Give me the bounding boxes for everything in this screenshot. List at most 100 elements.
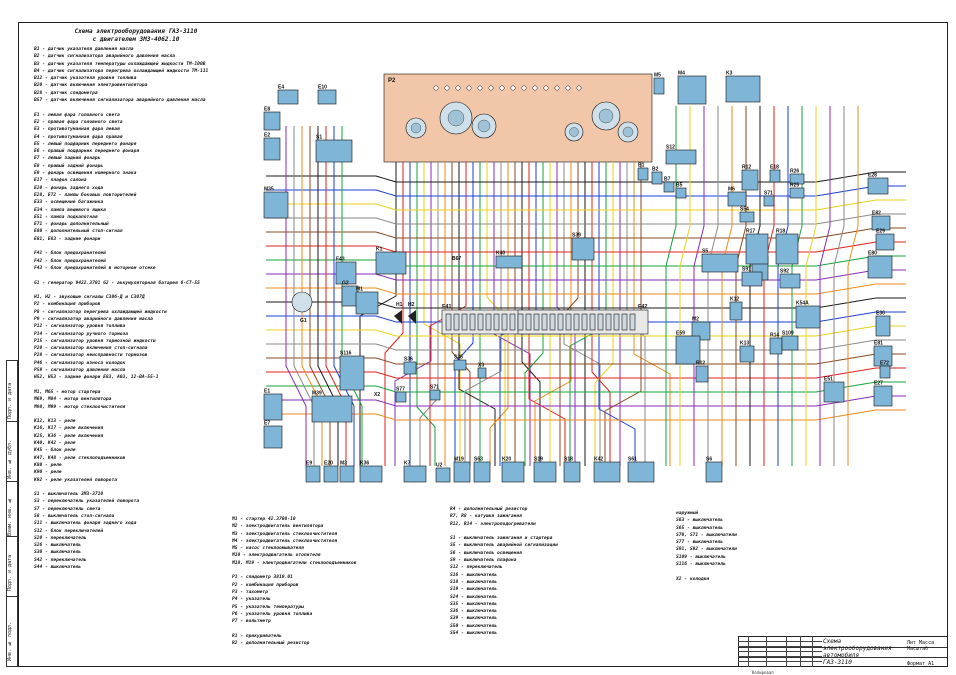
fuse	[557, 313, 564, 331]
legend-item: М69, М84 - мотор вентилятора	[34, 397, 112, 403]
component-box	[395, 391, 407, 403]
legend-item: Н1, Н2 - звуковые сигналы С306-Д и С307Д	[34, 295, 145, 301]
component-label: S36	[404, 357, 413, 363]
component-label: E80	[868, 251, 877, 257]
legend-item: S24 - выключатель	[450, 594, 498, 600]
strip-label: Инв. № подл.	[7, 621, 13, 661]
horn-symbol	[394, 310, 402, 324]
legend-item: В28 - датчик спидометра	[34, 90, 98, 96]
legend-item: Р9 - сигнализатор аварийного давления ма…	[34, 316, 153, 322]
component-box	[677, 75, 707, 105]
legend-title: Схема электрооборудования ГАЗ-3110 с дви…	[74, 28, 198, 43]
fuse	[597, 313, 604, 331]
legend-item: В12 - датчик указателя уровня топлива	[34, 76, 137, 82]
component-label: K1	[376, 247, 383, 253]
legend-item: S91, S92 - выключатели	[676, 547, 737, 553]
component-box	[495, 255, 523, 269]
legend-item: В1 - датчик указателя давления масла	[34, 47, 134, 52]
legend-item: S16 - выключатель	[450, 572, 498, 578]
indicator-lamp	[554, 85, 560, 91]
gauge-center	[410, 122, 422, 134]
component-box	[637, 167, 649, 181]
strip-label: Взам. инв. №	[7, 496, 13, 536]
fuse	[453, 313, 460, 331]
component-box	[763, 195, 775, 207]
component-box	[875, 315, 891, 337]
legend-item	[232, 625, 442, 632]
fuse	[517, 313, 524, 331]
fuse	[485, 313, 492, 331]
legend-item: М10 - электродвигатель отопителя	[232, 553, 321, 559]
legend-item: S116 - выключатель	[676, 562, 726, 568]
component-box	[745, 233, 769, 265]
component-box	[729, 301, 743, 321]
component-box	[867, 177, 889, 195]
indicator-lamp	[576, 85, 582, 91]
component-label: P2	[388, 78, 396, 84]
legend-item: S9 - выключатель плафона	[450, 558, 517, 564]
component-box	[779, 273, 801, 289]
legend-item: Р12 - сигнализатор уровня топлива	[34, 324, 126, 330]
component-label: S5	[702, 249, 708, 255]
component-box	[769, 169, 781, 183]
component-box	[775, 233, 799, 265]
legend-item: наружный	[676, 511, 699, 516]
component-box	[403, 361, 417, 375]
legend-item: Е71 - фонарь дополнительный	[34, 222, 109, 228]
component-label: S19	[534, 457, 543, 463]
component-box	[705, 461, 723, 483]
gauge-center	[569, 127, 579, 137]
legend-item: S109 - выключатель	[676, 554, 726, 560]
fuse	[461, 313, 468, 331]
component-box	[571, 237, 595, 261]
component-label: M1	[356, 287, 363, 293]
component-box	[871, 215, 891, 231]
component-label: M19	[454, 457, 464, 463]
component-label: H2	[408, 302, 415, 308]
legend-item: К47, К48 - реле стеклоподъемников	[34, 455, 126, 461]
legend-item: Е28, Е72 - лампы боковых повторителей	[34, 192, 137, 198]
component-box	[781, 335, 799, 351]
wire	[604, 162, 642, 466]
component-box	[875, 233, 895, 251]
component-box	[651, 171, 663, 185]
legend-item: S44 - выключатель	[34, 565, 82, 571]
component-box	[429, 389, 441, 401]
component-label: K7	[404, 461, 411, 467]
component-label: E2	[264, 133, 270, 139]
legend-item: Е7 - левый задний фонарь	[34, 156, 101, 162]
legend-item: S65 - выключатель	[676, 525, 724, 531]
component-box	[695, 365, 709, 383]
component-label: M4	[678, 71, 685, 77]
component-box	[879, 365, 891, 379]
component-box	[665, 149, 697, 165]
legend-item: S7 - переключатель света	[34, 506, 101, 512]
component-label: E51	[824, 377, 833, 383]
indicator-lamp	[499, 85, 505, 91]
wire	[266, 199, 906, 211]
legend-item: Е9 - фонарь освещения номерного знака	[34, 171, 137, 177]
legend-item: Р20 - сигнализатор включения стоп-сигнал…	[34, 346, 148, 352]
component-box	[323, 465, 339, 483]
component-box	[663, 181, 675, 193]
wire	[266, 227, 906, 239]
component-label: S109	[782, 331, 794, 337]
component-label: S71	[764, 191, 773, 197]
legend-item: В4 - датчик сигнализатора перегрева охла…	[34, 68, 209, 74]
indicator-lamp	[543, 85, 549, 91]
fuse	[605, 313, 612, 331]
component-label: B1	[638, 163, 645, 169]
legend-item: Р6 - указатель уровня топлива	[232, 611, 313, 617]
component-label: E9	[306, 461, 312, 467]
component-label: E81	[874, 341, 883, 347]
legend-item: Р1 - спидометр 3810.01	[232, 575, 293, 581]
component-box	[263, 111, 281, 131]
indicator-lamp	[477, 85, 483, 91]
component-box	[501, 461, 525, 483]
component-label: S6	[706, 457, 712, 463]
wire	[266, 213, 906, 225]
component-label: E4	[278, 85, 284, 91]
wire	[591, 162, 611, 466]
legend-item: К25, К36 - реле включения	[34, 433, 104, 439]
